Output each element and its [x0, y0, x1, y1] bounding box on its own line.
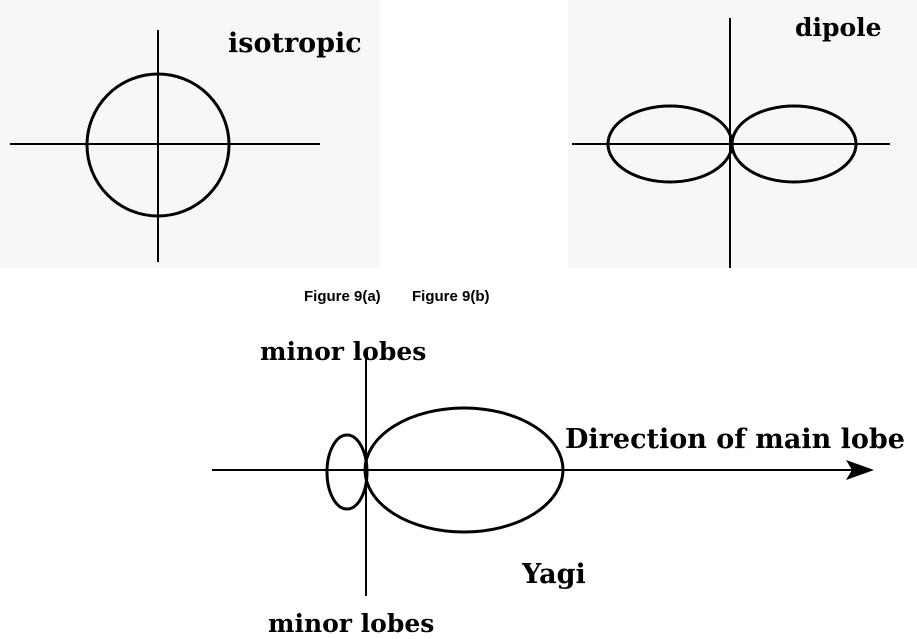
yagi-minor-lobe: [325, 433, 369, 511]
caption-figure-9b: Figure 9(b): [412, 288, 490, 305]
direction-of-main-lobe-label: Direction of main lobe: [565, 424, 905, 455]
yagi-main-lobe: [363, 406, 565, 534]
direction-arrow-head: [846, 460, 874, 480]
dipole-label: dipole: [795, 13, 882, 42]
yagi-diagram: minor lobes Direction of main lobe Yagi …: [212, 337, 905, 638]
isotropic-label: isotropic: [228, 28, 362, 59]
minor-lobes-bottom-label: minor lobes: [268, 609, 434, 638]
caption-figure-9a: Figure 9(a): [304, 288, 381, 305]
figure-captions: Figure 9(a) Figure 9(b): [304, 288, 490, 305]
isotropic-panel: isotropic: [0, 0, 380, 268]
dipole-panel: dipole: [568, 0, 917, 268]
isotropic-panel-background: [0, 0, 380, 268]
isotropic-pattern-circle: [85, 72, 231, 218]
yagi-label: Yagi: [521, 559, 586, 590]
minor-lobes-top-label: minor lobes: [260, 337, 426, 366]
dipole-right-lobe: [730, 104, 858, 184]
dipole-panel-background: [568, 0, 917, 268]
